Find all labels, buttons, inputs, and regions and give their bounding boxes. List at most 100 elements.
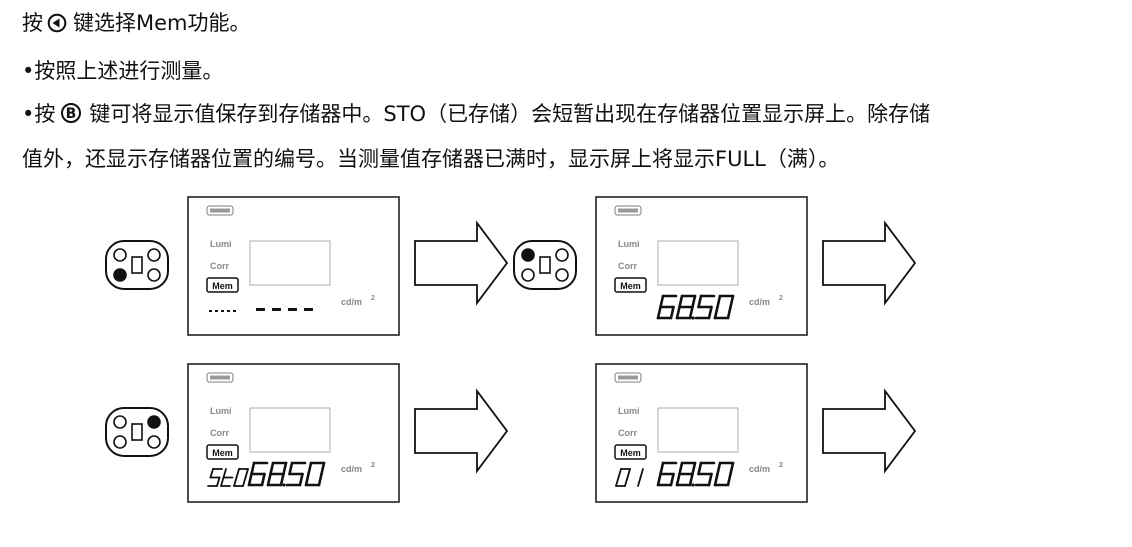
battery-fill	[210, 375, 230, 380]
unit-label: cd/m	[749, 464, 770, 474]
keypad-key-top-right	[147, 415, 161, 429]
lcd-subdisplay	[657, 407, 739, 453]
b-circle-icon: B	[59, 102, 83, 124]
unit-label: cd/m	[341, 464, 362, 474]
lcd-subdisplay	[249, 407, 331, 453]
lcd-segment	[288, 461, 294, 476]
unit-superscript: 2	[779, 462, 783, 469]
lcd-segment	[233, 476, 238, 487]
unit-superscript: 2	[779, 295, 783, 302]
keypad-key-right	[555, 268, 569, 282]
lcd-segment	[726, 305, 732, 320]
lcd-segment	[688, 472, 694, 487]
line1-prefix: 按	[22, 11, 43, 35]
mode-label-corr: Corr	[618, 428, 637, 438]
lcd-segment	[716, 294, 722, 309]
lcd-segment	[307, 461, 313, 476]
battery-fill	[618, 375, 638, 380]
lcd-segment	[675, 305, 681, 320]
unit-superscript: 2	[371, 295, 375, 302]
keypad-key-top-right	[147, 248, 161, 262]
lcd-segment	[209, 468, 214, 479]
mem-box	[614, 277, 647, 293]
lcd-segment	[242, 476, 247, 487]
lcd-segment	[317, 472, 323, 487]
lcd-segment	[716, 461, 722, 476]
lcd-segment	[637, 476, 642, 487]
unit-label: cd/m	[341, 297, 362, 307]
line3-suffix: 键可将显示值保存到存储器中。STO（已存储）会短暂出现在存储器位置显示屏上。除存…	[89, 102, 931, 126]
mode-label-mem: Mem	[620, 281, 641, 291]
lcd-segment	[220, 476, 225, 487]
lcd-segment	[726, 472, 732, 487]
lcd-segment	[617, 468, 622, 479]
decimal-point	[691, 483, 695, 487]
lcd-segment	[729, 294, 735, 309]
lcd-segment	[678, 294, 684, 309]
battery-fill	[210, 208, 230, 213]
lcd-segment	[304, 472, 310, 487]
mode-label-mem: Mem	[620, 448, 641, 458]
line3-prefix: •按	[22, 102, 56, 126]
keypad-center-key	[131, 256, 143, 274]
keypad-bottom-left	[105, 407, 169, 457]
svg-text:B: B	[66, 106, 77, 122]
lcd-segment	[269, 461, 275, 476]
lcd-segment	[282, 461, 288, 476]
lcd-segment	[713, 305, 719, 320]
instruction-line-3: •按 B 键可将显示值保存到存储器中。STO（已存储）会短暂出现在存储器位置显示屏上…	[22, 100, 930, 128]
lcd-segment	[235, 468, 240, 479]
placeholder-dot	[209, 310, 212, 312]
keypad-key-left	[113, 268, 127, 282]
keypad-key-right	[147, 435, 161, 449]
mode-label-mem: Mem	[212, 281, 233, 291]
battery-fill	[618, 208, 638, 213]
instruction-line-1: 按 键选择Mem功能。	[22, 9, 251, 37]
keypad-key-top-left	[113, 248, 127, 262]
keypad-key-top-left	[113, 415, 127, 429]
lcd-segment	[216, 476, 221, 487]
arrow-bottom-left	[414, 388, 509, 474]
arrow-top-right	[822, 220, 917, 306]
placeholder-dash	[256, 308, 265, 311]
arrow-top-left	[414, 220, 509, 306]
mode-label-lumi: Lumi	[210, 406, 232, 416]
lcd-segment	[691, 461, 697, 476]
mode-label-lumi: Lumi	[618, 239, 640, 249]
left-arrow-circle-icon	[47, 13, 67, 33]
mode-label-corr: Corr	[618, 261, 637, 271]
decimal-point	[691, 316, 695, 320]
lcd-subdisplay	[657, 240, 739, 286]
keypad-center-key	[539, 256, 551, 274]
instruction-line-2: •按照上述进行测量。	[22, 59, 224, 83]
placeholder-dash	[288, 308, 297, 311]
mem-box	[206, 444, 239, 460]
lcd-segment	[222, 468, 227, 479]
lcd-segment	[729, 461, 735, 476]
arrow-bottom-right	[822, 388, 917, 474]
keypad-key-left	[521, 268, 535, 282]
instruction-line-4: 值外，还显示存储器位置的编号。当测量值存储器已满时，显示屏上将显示FULL（满）…	[22, 147, 840, 171]
mode-label-corr: Corr	[210, 261, 229, 271]
lcd-segment	[244, 468, 249, 479]
lcd-segment	[656, 472, 662, 487]
lcd-segment	[320, 461, 326, 476]
placeholder-dash	[304, 308, 313, 311]
keypad-top-left	[105, 240, 169, 290]
lcd-segment	[247, 472, 253, 487]
line1-suffix: 键选择Mem功能。	[73, 11, 251, 35]
lcd-segment	[250, 461, 256, 476]
mem-box	[206, 277, 239, 293]
keypad-key-top-right	[555, 248, 569, 262]
unit-label: cd/m	[749, 297, 770, 307]
lcd-segment	[615, 476, 620, 487]
decimal-point	[282, 483, 286, 487]
lcd-segment	[697, 294, 703, 309]
lcd-segment	[266, 472, 272, 487]
lcd-segment	[669, 472, 675, 487]
